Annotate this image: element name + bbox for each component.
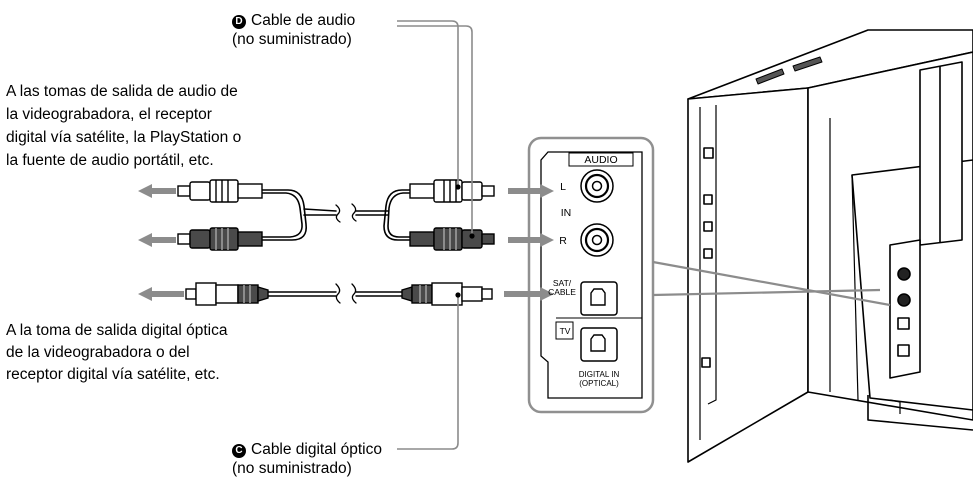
panel-right-label: R: [559, 235, 567, 247]
optical-output-note-2: de la videograbadora o del: [6, 344, 190, 361]
cables: [261, 189, 411, 304]
audio-cable-callout: D Cable de audio: [232, 11, 355, 30]
front-button-2: [703, 194, 713, 205]
optical-plug-left: [185, 282, 269, 306]
panel-in-label: IN: [561, 207, 572, 219]
optical-output-note-3: receptor digital vía satélite, etc.: [6, 366, 220, 383]
front-button-3: [703, 221, 713, 232]
callout-dots: [455, 184, 475, 298]
audio-outputs-note-3: digital vía satélite, la PlayStation o: [6, 129, 242, 146]
optical-cable-callout: C Cable digital óptico: [232, 440, 382, 459]
audio-cable-badge: D: [232, 15, 246, 29]
audio-cable-title: Cable de audio: [251, 12, 356, 29]
front-button-4: [703, 248, 713, 259]
panel-left-label: L: [560, 181, 566, 193]
audio-outputs-note-1: A las tomas de salida de audio de: [6, 83, 238, 100]
audio-outputs-note-4: la fuente de audio portátil, etc.: [6, 152, 214, 169]
callout-leaders: [397, 20, 473, 450]
panel-optical-label: (OPTICAL): [579, 379, 619, 388]
optical-output-note-1: A la toma de salida digital óptica: [6, 322, 228, 339]
optical-cable-title: Cable digital óptico: [251, 441, 382, 458]
rca-plug-right-top: [409, 179, 495, 203]
audio-cable-note: (no suministrado): [232, 31, 352, 48]
input-panel: [527, 136, 655, 414]
front-button-1: [703, 147, 714, 159]
audio-outputs-note-2: la videograbadora, el receptor: [6, 106, 212, 123]
front-button-5: [701, 357, 711, 368]
direction-arrows: [138, 184, 554, 301]
arrow-audio-in-left: [508, 184, 554, 198]
arrow-audio-in-right: [508, 233, 554, 247]
rca-plug-left-bottom: [177, 227, 263, 251]
arrow-optical-out: [138, 287, 184, 301]
arrow-audio-out-top: [138, 184, 176, 198]
optical-plug-right: [401, 282, 493, 306]
optical-cable-note: (no suministrado): [232, 460, 352, 477]
arrow-audio-out-bottom: [138, 233, 176, 247]
zoom-lines: [652, 260, 891, 307]
panel-audio-header: AUDIO: [584, 154, 617, 166]
audio-header-box: [568, 152, 634, 167]
receiver-device: [687, 29, 973, 463]
panel-cable-label: CABLE: [548, 287, 576, 297]
rca-plug-right-bottom: [409, 227, 495, 251]
panel-labels: AUDIO L IN R SAT/ CABLE TV DIGITAL IN (O…: [548, 154, 619, 388]
panel-sat-label: SAT/: [553, 278, 572, 288]
rca-plug-left-top: [177, 179, 263, 203]
optical-cable-badge: C: [232, 444, 246, 458]
panel-digital-in-label: DIGITAL IN: [579, 370, 620, 379]
arrow-optical-in: [504, 287, 554, 301]
panel-tv-label: TV: [560, 326, 571, 336]
